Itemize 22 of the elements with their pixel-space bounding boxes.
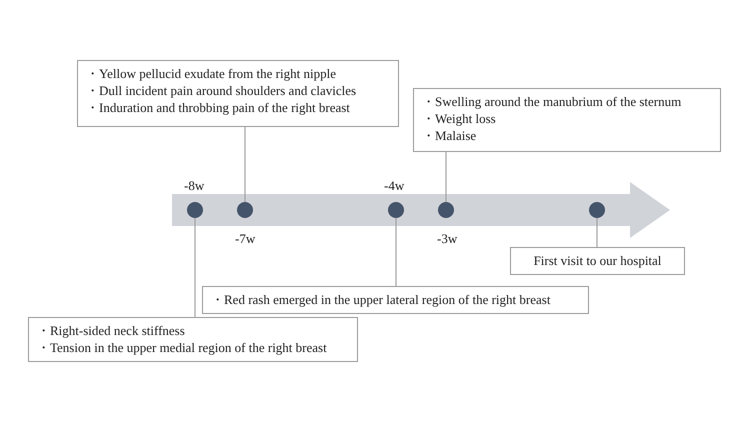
event-box (77, 60, 399, 127)
event-box (510, 247, 685, 275)
leader-line (194, 218, 196, 318)
leader-line (244, 126, 246, 202)
bullet-item: ・Malaise (422, 127, 478, 144)
event-box (202, 286, 589, 314)
bullet-item: ・Red rash emerged in the upper lateral region of the right breast (211, 291, 552, 308)
time-label: -4w (384, 178, 404, 194)
leader-line (596, 218, 598, 248)
time-label: -3w (437, 231, 458, 247)
bullet-item: ・Yellow pellucid exudate from the right nipple (86, 65, 337, 82)
bullet-item: ・Tension in the upper medial region of the right breast (37, 339, 328, 356)
bullet-item: ・Right-sided neck stiffness (37, 322, 186, 339)
bullet-item: ・Swelling around the manubrium of the sternum (422, 93, 682, 110)
event-text: First visit to our hospital (532, 252, 662, 269)
event-box (28, 317, 358, 362)
time-label: -7w (235, 231, 256, 247)
event-box (413, 88, 721, 152)
bullet-item: ・Weight loss (422, 110, 497, 127)
time-label: -8w (184, 178, 204, 194)
bullet-item: ・Dull incident pain around shoulders and clavicles (86, 82, 358, 99)
bullet-item: ・Induration and throbbing pain of the right breast (86, 99, 351, 116)
